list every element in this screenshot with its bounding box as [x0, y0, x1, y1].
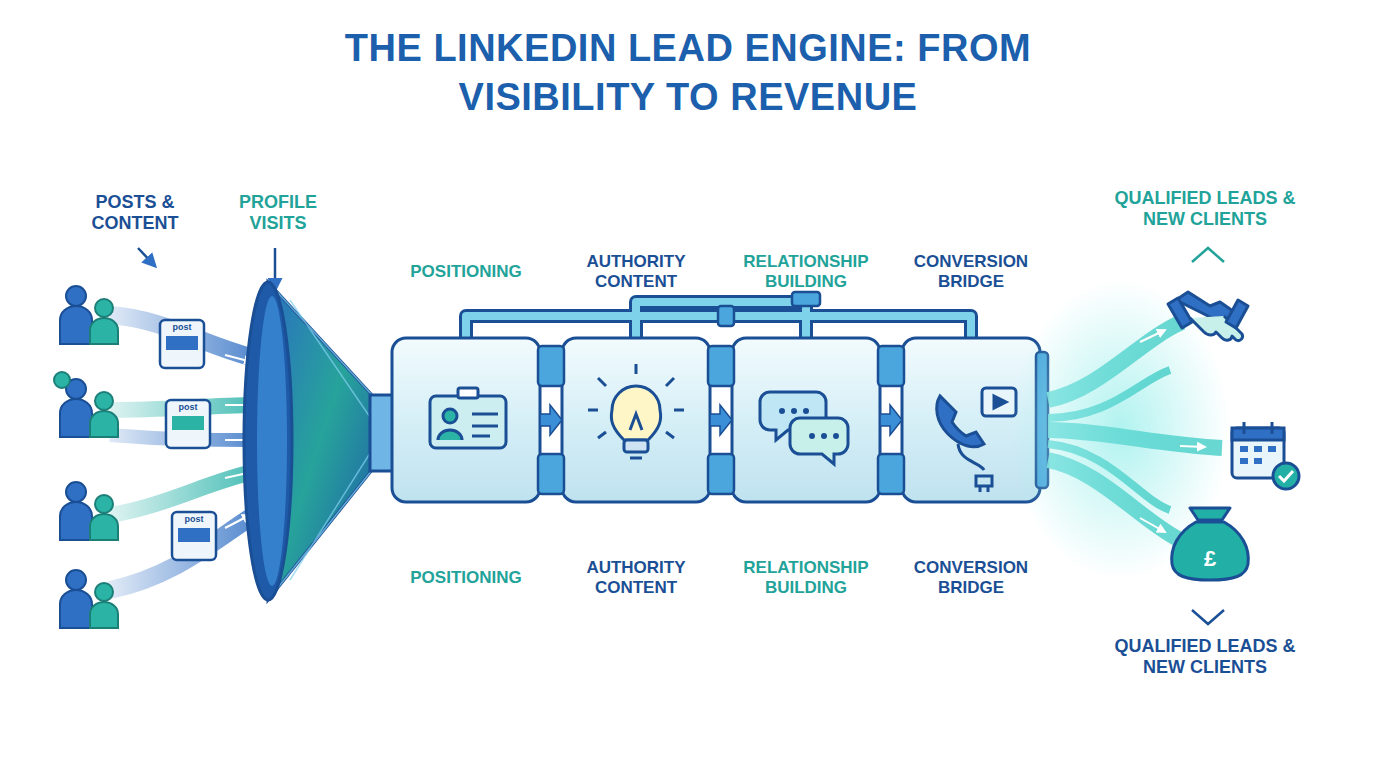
title: THE LINKEDIN LEAD ENGINE: FROM VISIBILIT…: [308, 24, 1068, 123]
label: post: [174, 514, 214, 524]
stage-label: RELATIONSHIP BUILDING: [722, 558, 890, 599]
stage-label: RELATIONSHIP BUILDING: [722, 252, 890, 293]
label: QUALIFIED LEADS & NEW CLIENTS: [1095, 636, 1315, 677]
flow-arrow: [540, 405, 562, 435]
label: post: [168, 402, 208, 412]
flow-arrow: [880, 405, 902, 435]
stage-label: POSITIONING: [382, 262, 550, 282]
engine-chamber: CONVERSION BRIDGECONVERSION BRIDGE: [902, 338, 1040, 502]
flow-arrow: [710, 405, 732, 435]
label: PROFILE VISITS: [218, 192, 338, 233]
stage-label: POSITIONING: [382, 568, 550, 588]
stage-label: CONVERSION BRIDGE: [892, 252, 1050, 293]
stage-label: AUTHORITY CONTENT: [552, 558, 720, 599]
label: £: [1195, 546, 1225, 571]
label: QUALIFIED LEADS & NEW CLIENTS: [1095, 188, 1315, 229]
engine-chamber: POSITIONINGPOSITIONING: [392, 338, 540, 502]
engine-chamber: AUTHORITY CONTENTAUTHORITY CONTENT: [562, 338, 710, 502]
engine-chamber: RELATIONSHIP BUILDINGRELATIONSHIP BUILDI…: [732, 338, 880, 502]
stage-label: AUTHORITY CONTENT: [552, 252, 720, 293]
label: post: [162, 322, 202, 332]
label: POSTS & CONTENT: [65, 192, 205, 233]
stage-label: CONVERSION BRIDGE: [892, 558, 1050, 599]
